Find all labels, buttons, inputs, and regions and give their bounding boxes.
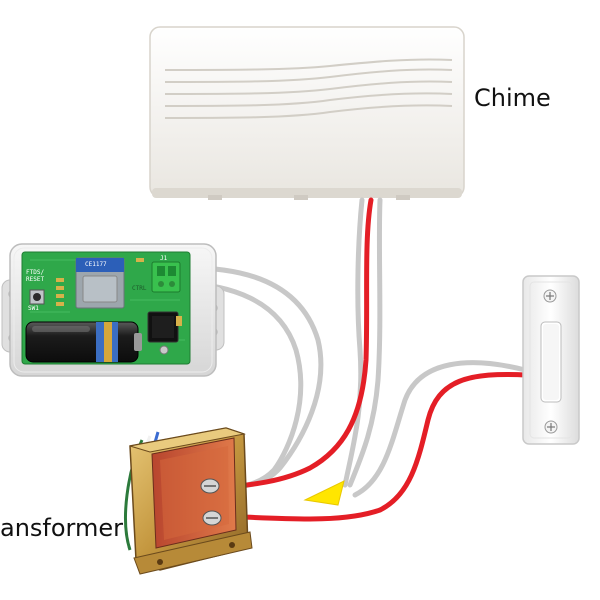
- red-wire-button: [215, 371, 531, 522]
- module-connector-text: J1: [160, 255, 168, 262]
- yellow-arrow-indicator: [303, 480, 345, 506]
- chime-label: Chime: [474, 84, 551, 112]
- module-side-text-1: FTDS/: [26, 269, 45, 276]
- doorbell-button: [522, 275, 580, 445]
- gray-wire-button: [352, 360, 528, 498]
- module-side-text-2: RESET: [26, 276, 45, 283]
- gray-wire-chime-left: [342, 197, 365, 488]
- smart-module: [1, 243, 225, 377]
- wires: [175, 197, 531, 522]
- red-wire-chime: [217, 197, 374, 491]
- transformer-terminal-top: [200, 478, 220, 494]
- module-chip-text: CE1177: [85, 261, 107, 268]
- transformer-label: ansformer: [0, 514, 124, 542]
- module-board-text: CTRL: [132, 285, 147, 292]
- module-side-text-3: SW1: [28, 305, 39, 312]
- transformer: [124, 427, 253, 575]
- chime-unit: [149, 26, 465, 200]
- transformer-terminal-bottom: [202, 510, 222, 526]
- gray-wire-chime-right: [347, 197, 383, 488]
